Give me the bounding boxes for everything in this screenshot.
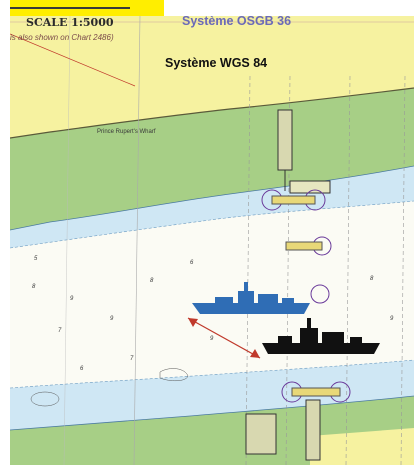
red-reference-line [10,33,136,87]
jetty-south [245,399,321,461]
shallow-water-south [10,360,414,430]
depth-sounding: 9 [110,316,114,322]
caption-bar [0,0,414,18]
chart-canvas [10,16,414,465]
depth-sounding: 7 [58,328,62,334]
direction-arrow-icon [187,317,261,359]
place-name-label: Prince Rupert's Wharf [97,129,156,135]
caption-text-fragment [10,0,130,9]
depth-sounding: 9 [70,296,74,302]
nautical-chart: SCALE 1:5000 Système OSGB 36 is also sho… [10,16,414,465]
depth-sounding: 8 [150,278,154,284]
depth-sounding: 9 [390,316,394,322]
grid-system-wgs-label: Système WGS 84 [165,56,268,70]
depth-sounding: 8 [370,276,374,282]
grid-system-osgb-label: Système OSGB 36 [182,16,292,28]
depth-sounding: 7 [130,356,134,362]
chart-note-label: is also shown on Chart 2486) [10,33,114,42]
depth-sounding: 8 [32,284,36,290]
depth-sounding: 5 [34,256,38,262]
intertidal-north [10,88,414,230]
land-area-south [310,428,414,465]
jetty-north [277,109,331,194]
depth-sounding: 9 [210,336,214,342]
land-area-north [10,16,414,138]
mooring-buoy-icon [281,381,351,403]
depth-sounding: 6 [80,366,84,372]
scale-label: SCALE 1:5000 [26,16,114,29]
depth-sounding: 6 [190,260,194,266]
ship-silhouette-icon [192,282,310,314]
caption-highlight [10,0,164,16]
ship-silhouette-icon [262,318,380,354]
mooring-buoy-icon [261,189,332,304]
